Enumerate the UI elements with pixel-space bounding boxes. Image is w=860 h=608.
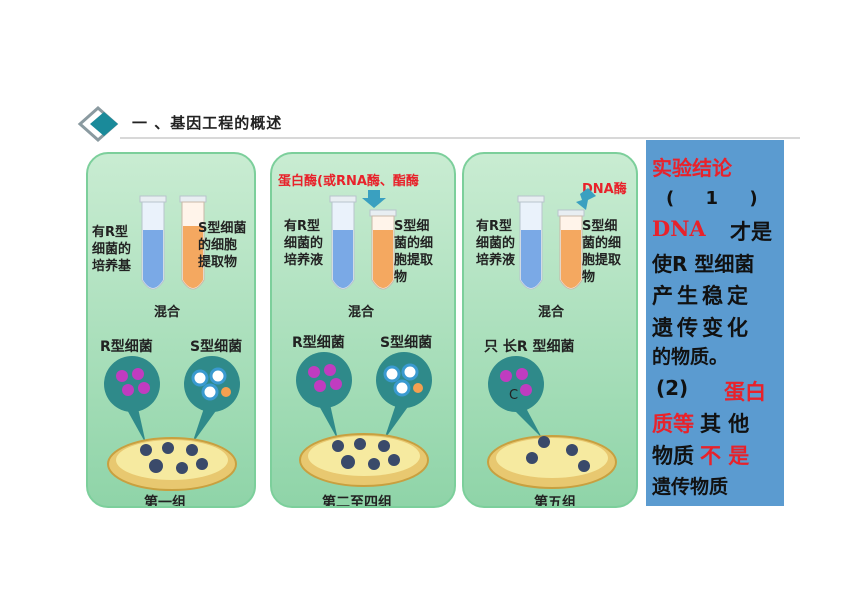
header-divider xyxy=(120,137,800,139)
conclusion-dna: DNA xyxy=(652,216,706,241)
r-bacteria-label: R型细菌 xyxy=(100,339,153,355)
c-letter: C xyxy=(509,388,519,403)
panel-group-3: DNA酶 有R型 细菌的 培养液 S型细 菌的细 胞提取 物 混合 只 长R 型… xyxy=(462,152,638,508)
bacteria-dish-illustration xyxy=(487,356,617,489)
conclusion-line-7b: 其 他 xyxy=(700,412,750,436)
conclusion-line-2: 使R 型细菌 xyxy=(652,252,755,276)
mix-label: 混合 xyxy=(154,305,181,320)
s-bacteria-label: S型细菌 xyxy=(190,339,243,355)
right-tube-label: S型细菌 的细胞 提取物 xyxy=(198,221,247,270)
right-tube-label: S型细 菌的细 胞提取 物 xyxy=(582,219,622,285)
panel-group-2: 蛋白酶(或RNA酶、酯酶 有R型 细菌的 培养液 S型细 菌的细 胞提取 物 混… xyxy=(270,152,456,508)
bacteria-dish-illustration xyxy=(104,356,240,491)
header-diamond-icon xyxy=(77,105,119,143)
group-label: 第五组 xyxy=(534,495,576,508)
group-label: 第一组 xyxy=(144,495,186,508)
conclusion-line-8b: 不 是 xyxy=(700,444,750,468)
group-label: 第二至四组 xyxy=(322,495,392,508)
test-tubes-illustration xyxy=(329,190,397,290)
conclusion-number-1: ( 1 ) xyxy=(666,188,758,209)
conclusion-line-8a: 物质 xyxy=(652,444,694,468)
conclusion-line-5: 的物质。 xyxy=(652,346,729,368)
panel-group-1: 有R型 细菌的 培养基 S型细菌 的细胞 提取物 混合 R型细菌 S型细菌 第一… xyxy=(86,152,256,508)
r-bacteria-label: R型细菌 xyxy=(292,335,345,351)
test-tubes-illustration xyxy=(517,188,596,290)
conclusion-title: 实验结论 xyxy=(652,156,732,180)
mix-label: 混合 xyxy=(538,305,565,320)
mix-label: 混合 xyxy=(348,305,375,320)
bacteria-dish-illustration xyxy=(296,352,432,487)
conclusion-line-6: 蛋白 xyxy=(724,380,766,404)
conclusion-box: 实验结论 ( 1 ) DNA 才是 使R 型细菌 产生稳定 遗传变化 的物质。 … xyxy=(646,140,784,506)
section-title: 一 、基因工程的概述 xyxy=(132,114,283,132)
conclusion-line-3: 产生稳定 xyxy=(652,284,752,308)
conclusion-line-7a: 质等 xyxy=(652,412,694,436)
s-bacteria-label: S型细菌 xyxy=(380,335,433,351)
left-tube-label: 有R型 细菌的 培养液 xyxy=(476,219,516,268)
conclusion-line-4: 遗传变化 xyxy=(652,316,752,340)
bacteria-result-label: 只 长R 型细菌 xyxy=(484,339,575,355)
conclusion-line-1: 才是 xyxy=(730,220,772,244)
left-tube-label: 有R型 细菌的 培养液 xyxy=(284,219,324,268)
left-tube-label: 有R型 细菌的 培养基 xyxy=(92,225,132,274)
test-tubes-illustration xyxy=(139,195,207,290)
conclusion-line-9: 遗传物质 xyxy=(652,476,729,498)
conclusion-number-2: (2) xyxy=(656,376,689,400)
right-tube-label: S型细 菌的细 胞提取 物 xyxy=(394,219,434,285)
enzyme-label: 蛋白酶(或RNA酶、酯酶 xyxy=(278,174,419,189)
